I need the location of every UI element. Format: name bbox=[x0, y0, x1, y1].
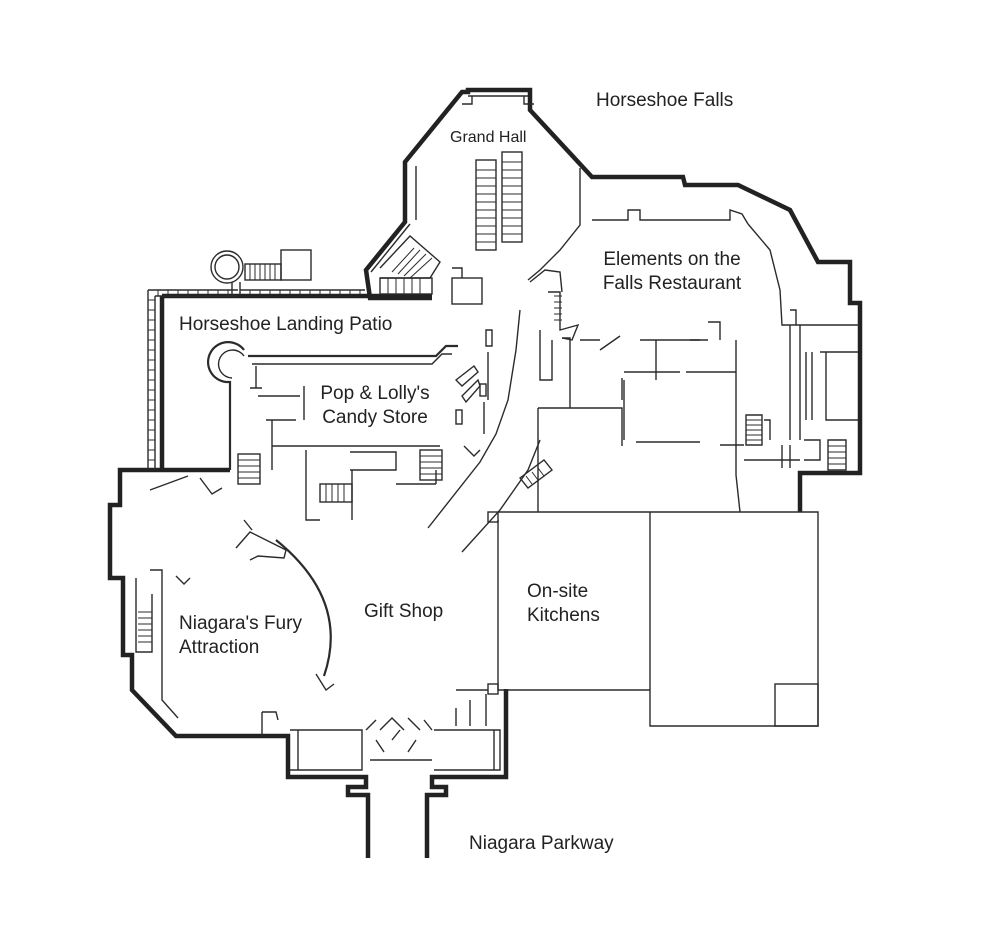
restaurant-interior bbox=[529, 209, 860, 513]
patio-railing bbox=[147, 289, 365, 470]
label-candy-line2: Candy Store bbox=[322, 407, 428, 428]
west-wall bbox=[107, 467, 371, 858]
north-wall bbox=[363, 87, 863, 512]
label-fury-line1: Niagara's Fury bbox=[179, 613, 302, 634]
label-horseshoe-landing-patio: Horseshoe Landing Patio bbox=[179, 314, 393, 335]
label-candy-store: Pop & Lolly's Candy Store bbox=[300, 382, 450, 430]
gift-shop-interior bbox=[135, 475, 501, 771]
label-kitchens-line2: Kitchens bbox=[527, 605, 600, 626]
patio-stair-tower bbox=[210, 249, 312, 296]
outer-walls bbox=[107, 87, 863, 858]
kitchens-interior bbox=[487, 511, 819, 727]
label-kitchens-line1: On-site bbox=[527, 581, 589, 602]
label-grand-hall: Grand Hall bbox=[450, 129, 527, 146]
candy-store-interior bbox=[206, 309, 740, 553]
label-candy-line1: Pop & Lolly's bbox=[320, 383, 430, 404]
label-on-site-kitchens: On-site Kitchens bbox=[527, 580, 600, 628]
label-elements-line1: Elements on the bbox=[603, 249, 741, 270]
label-fury-line2: Attraction bbox=[179, 637, 260, 658]
label-gift-shop: Gift Shop bbox=[364, 601, 444, 622]
label-elements-line2: Falls Restaurant bbox=[602, 273, 742, 294]
label-elements-restaurant: Elements on the Falls Restaurant bbox=[582, 248, 762, 296]
grand-hall-interior bbox=[370, 95, 581, 305]
south-east-wall bbox=[424, 689, 509, 858]
label-niagaras-fury: Niagara's Fury Attraction bbox=[179, 612, 302, 660]
label-niagara-parkway: Niagara Parkway bbox=[469, 833, 614, 854]
label-horseshoe-falls: Horseshoe Falls bbox=[596, 90, 734, 111]
